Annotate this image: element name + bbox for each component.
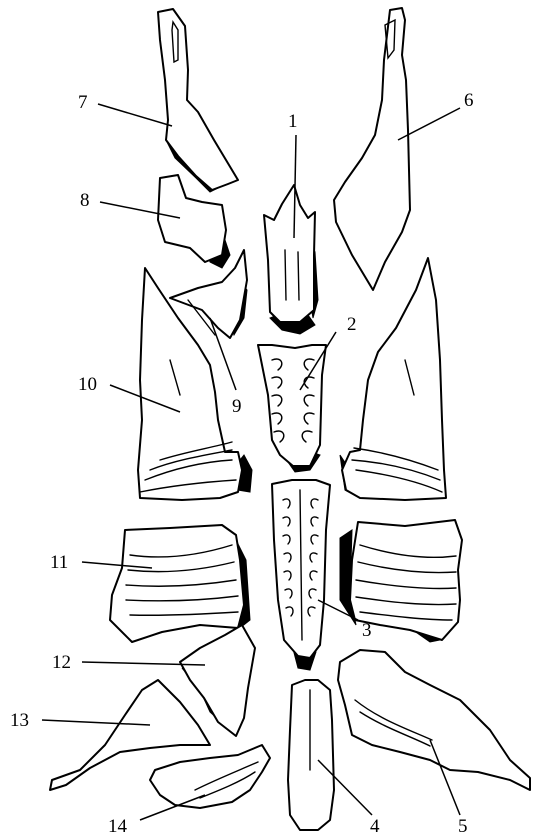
label-5: 5 bbox=[458, 816, 468, 836]
cut-14-hind-shank bbox=[150, 745, 270, 808]
cut-5-hind-leg-right bbox=[338, 650, 530, 790]
cut-4-tail bbox=[288, 680, 334, 830]
label-12: 12 bbox=[52, 652, 71, 673]
label-14: 14 bbox=[108, 816, 128, 836]
label-3: 3 bbox=[362, 620, 372, 641]
label-13: 13 bbox=[10, 710, 29, 731]
label-1: 1 bbox=[288, 111, 298, 132]
label-6: 6 bbox=[464, 90, 474, 111]
label-8: 8 bbox=[80, 190, 90, 211]
cut-7-foreshank-left bbox=[158, 9, 238, 192]
label-7: 7 bbox=[78, 92, 88, 113]
cut-3-loin bbox=[272, 480, 330, 670]
cut-11-plate-right bbox=[340, 520, 462, 642]
cut-10-shoulder-right bbox=[340, 258, 446, 500]
cut-11-plate-left bbox=[110, 525, 250, 642]
cut-6-shoulder-right bbox=[334, 8, 410, 290]
label-11: 11 bbox=[50, 552, 68, 573]
cut-8-shank-left bbox=[158, 175, 230, 268]
cut-1-neck bbox=[264, 185, 318, 334]
leader-7 bbox=[98, 104, 172, 126]
label-4: 4 bbox=[370, 816, 380, 836]
label-2: 2 bbox=[347, 314, 357, 335]
label-9: 9 bbox=[232, 396, 242, 417]
label-10: 10 bbox=[78, 374, 97, 395]
